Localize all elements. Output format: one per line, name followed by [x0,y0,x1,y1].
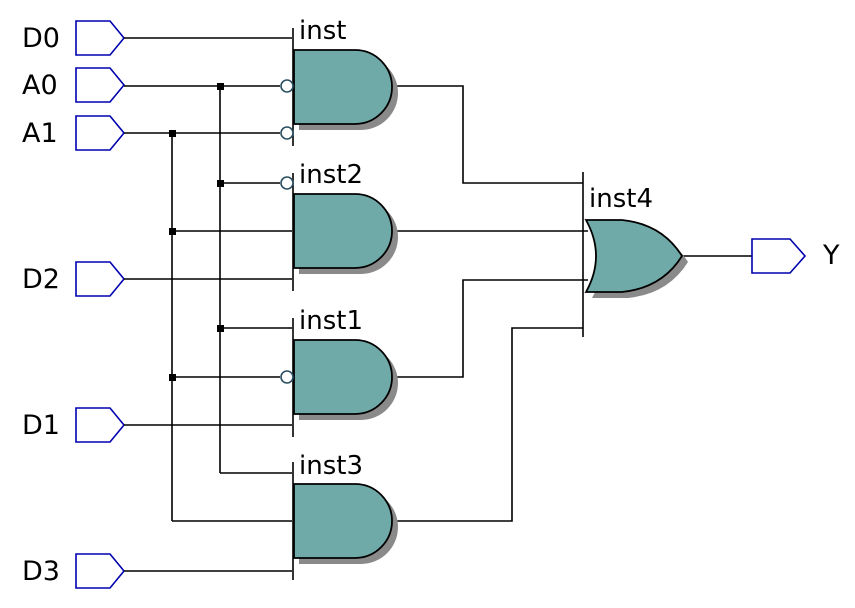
input-pin-d0[interactable]: D0 [22,20,126,56]
and-gate-inst1[interactable]: inst1 [280,306,398,437]
inverter-bubble-icon [280,79,294,93]
and-gate-inst[interactable]: inst [280,16,398,146]
input-pin-label: A0 [22,70,58,101]
inverter-bubble-icon [280,370,294,384]
junction-dot [217,325,224,332]
output-pin-label: Y [822,240,840,271]
input-pin-icon [75,261,126,297]
junction-dot [217,180,224,187]
junction-dot [169,130,176,137]
input-pin-label: D3 [22,556,60,587]
gate-label: inst1 [299,306,363,336]
input-pin-label: D1 [22,410,60,441]
gate-label: inst [299,16,346,46]
junction-dot [169,228,176,235]
and-gate-icon [293,193,393,269]
output-pin-icon [751,238,807,274]
input-pin-icon [75,407,126,443]
input-pin-label: D0 [22,23,60,54]
and-gate-icon [293,49,393,125]
input-pin-d2[interactable]: D2 [22,261,126,297]
input-pin-icon [75,67,126,103]
input-pin-label: A1 [22,118,58,149]
junctions [169,83,224,381]
gate-label: inst3 [299,451,363,481]
input-pin-d1[interactable]: D1 [22,407,126,443]
and-gate-icon [293,483,393,559]
junction-dot [217,83,224,90]
inverter-bubble-icon [280,126,294,140]
or-gate-icon [584,219,684,293]
input-pin-a1[interactable]: A1 [22,115,126,151]
input-pin-label: D2 [22,264,60,295]
input-pin-icon [75,20,126,56]
and-gate-inst2[interactable]: inst2 [280,160,398,291]
output-pin-y[interactable]: Y [751,238,840,274]
input-pin-icon [75,115,126,151]
and-gate-inst3[interactable]: inst3 [292,451,398,580]
input-pin-a0[interactable]: A0 [22,67,126,103]
gate-label: inst4 [589,184,653,214]
inverter-bubble-icon [280,176,294,190]
wires [124,37,752,572]
gate-label: inst2 [299,160,363,190]
input-pin-d3[interactable]: D3 [22,553,126,589]
or-gate-inst4[interactable]: inst4 [582,172,688,337]
junction-dot [169,374,176,381]
input-pin-icon [75,553,126,589]
and-gate-icon [293,339,393,415]
